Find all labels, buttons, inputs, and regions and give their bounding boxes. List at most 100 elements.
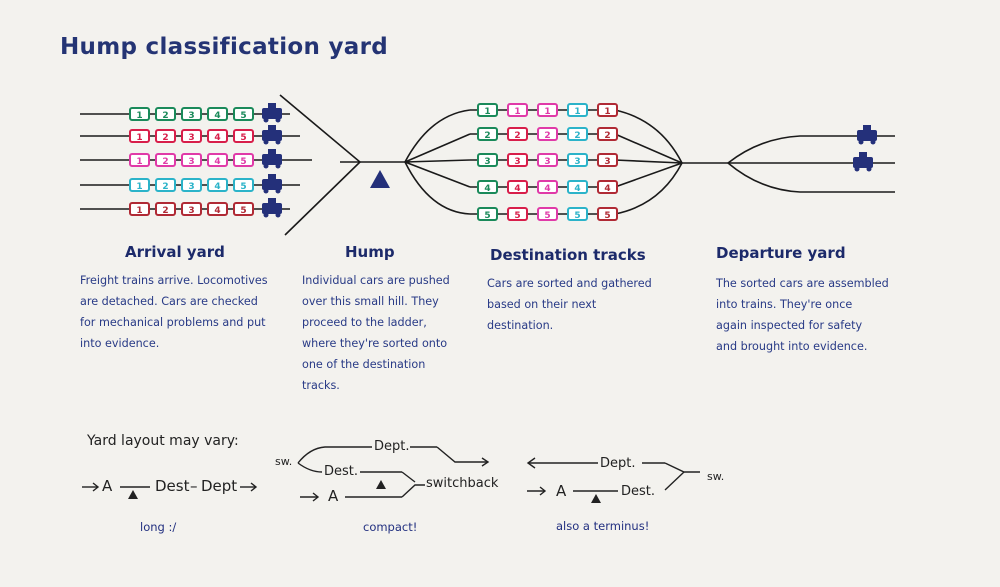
terminus-caption: also a terminus!	[556, 519, 650, 533]
locomotive-icon	[262, 198, 282, 218]
car-label: 5	[604, 211, 610, 221]
car-label: 4	[214, 206, 220, 216]
terminus-dept: Dept.	[600, 456, 636, 471]
car-label: 2	[544, 131, 550, 141]
text-line: one of the destination	[302, 358, 426, 371]
car-label: 5	[240, 157, 246, 167]
freight-car: 3	[181, 202, 202, 216]
car-label: 2	[574, 131, 580, 141]
compact-a: A	[328, 487, 339, 505]
freight-car: 1	[129, 153, 150, 167]
freight-car: 2	[155, 153, 176, 167]
freight-car: 3	[537, 153, 558, 167]
car-label: 4	[214, 157, 220, 167]
car-label: 1	[136, 157, 142, 167]
freight-car: 1	[567, 103, 588, 117]
car-label: 3	[188, 157, 194, 167]
freight-car: 3	[567, 153, 588, 167]
car-label: 2	[162, 157, 168, 167]
locomotive-icon	[853, 152, 873, 172]
freight-car: 5	[477, 207, 498, 221]
freight-car: 2	[567, 127, 588, 141]
compact-dept: Dept.	[374, 439, 410, 454]
car-label: 2	[514, 131, 520, 141]
freight-car: 5	[507, 207, 528, 221]
text-line: proceed to the ladder,	[302, 316, 427, 329]
freight-car: 4	[537, 180, 558, 194]
car-label: 1	[136, 111, 142, 121]
freight-car: 2	[155, 107, 176, 121]
page-title: Hump classification yard	[60, 34, 388, 60]
locomotive-icon	[857, 125, 877, 145]
hump-text: Individual cars are pushed over this sma…	[302, 270, 482, 396]
car-label: 5	[240, 111, 246, 121]
car-label: 2	[484, 131, 490, 141]
car-label: 4	[574, 184, 580, 194]
car-label: 2	[162, 111, 168, 121]
car-label: 3	[188, 111, 194, 121]
freight-car: 3	[597, 153, 618, 167]
text-line: Freight trains arrive. Locomotives	[80, 274, 268, 287]
compact-switchback: switchback	[426, 476, 499, 491]
hump-triangle	[370, 170, 390, 188]
car-label: 3	[574, 157, 580, 167]
car-label: 4	[214, 111, 220, 121]
text-line: Cars are sorted and gathered	[487, 277, 652, 290]
car-label: 5	[574, 211, 580, 221]
freight-car: 2	[155, 178, 176, 192]
car-label: 1	[136, 133, 142, 143]
departure-yard-text: The sorted cars are assembled into train…	[716, 273, 916, 357]
freight-car: 4	[597, 180, 618, 194]
car-label: 2	[162, 182, 168, 192]
freight-car: 4	[507, 180, 528, 194]
compact-caption: compact!	[363, 520, 418, 534]
freight-car: 4	[207, 202, 228, 216]
long-dept: Dept	[201, 477, 238, 495]
car-label: 3	[514, 157, 520, 167]
long-dest: Dest	[155, 477, 190, 495]
car-label: 1	[484, 107, 490, 117]
freight-car: 4	[477, 180, 498, 194]
destination-tracks-text: Cars are sorted and gathered based on th…	[487, 273, 687, 336]
car-label: 5	[514, 211, 520, 221]
compact-dest: Dest.	[324, 464, 359, 479]
car-label: 4	[514, 184, 520, 194]
freight-car: 3	[181, 178, 202, 192]
freight-car: 1	[597, 103, 618, 117]
freight-car: 5	[233, 178, 254, 192]
freight-car: 4	[567, 180, 588, 194]
freight-car: 2	[507, 127, 528, 141]
departure-yard-heading: Departure yard	[716, 244, 846, 262]
freight-car: 1	[129, 178, 150, 192]
text-line: The sorted cars are assembled	[716, 277, 889, 290]
text-line: into evidence.	[80, 337, 160, 350]
text-line: for mechanical problems and put	[80, 316, 266, 329]
hump-marker-compact	[376, 480, 386, 489]
freight-car: 2	[155, 202, 176, 216]
car-label: 1	[544, 107, 550, 117]
freight-car: 3	[181, 153, 202, 167]
text-line: into trains. They're once	[716, 298, 853, 311]
freight-car: 4	[207, 107, 228, 121]
freight-car: 5	[597, 207, 618, 221]
freight-car: 5	[567, 207, 588, 221]
terminus-dest: Dest.	[621, 484, 656, 499]
freight-car: 4	[207, 178, 228, 192]
destination-tracks-heading: Destination tracks	[490, 246, 646, 264]
car-label: 4	[484, 184, 490, 194]
compact-sw: sw.	[275, 455, 293, 468]
car-label: 1	[574, 107, 580, 117]
text-line: are detached. Cars are checked	[80, 295, 258, 308]
freight-car: 2	[537, 127, 558, 141]
text-line: where they're sorted onto	[302, 337, 448, 350]
freight-car: 1	[129, 129, 150, 143]
freight-car: 1	[129, 107, 150, 121]
car-label: 3	[544, 157, 550, 167]
arrival-yard-text: Freight trains arrive. Locomotives are d…	[80, 270, 290, 354]
hump-heading: Hump	[345, 243, 395, 261]
car-label: 3	[188, 133, 194, 143]
car-label: 5	[544, 211, 550, 221]
freight-car: 3	[507, 153, 528, 167]
hump-marker-terminus	[591, 494, 601, 503]
freight-car: 5	[233, 202, 254, 216]
